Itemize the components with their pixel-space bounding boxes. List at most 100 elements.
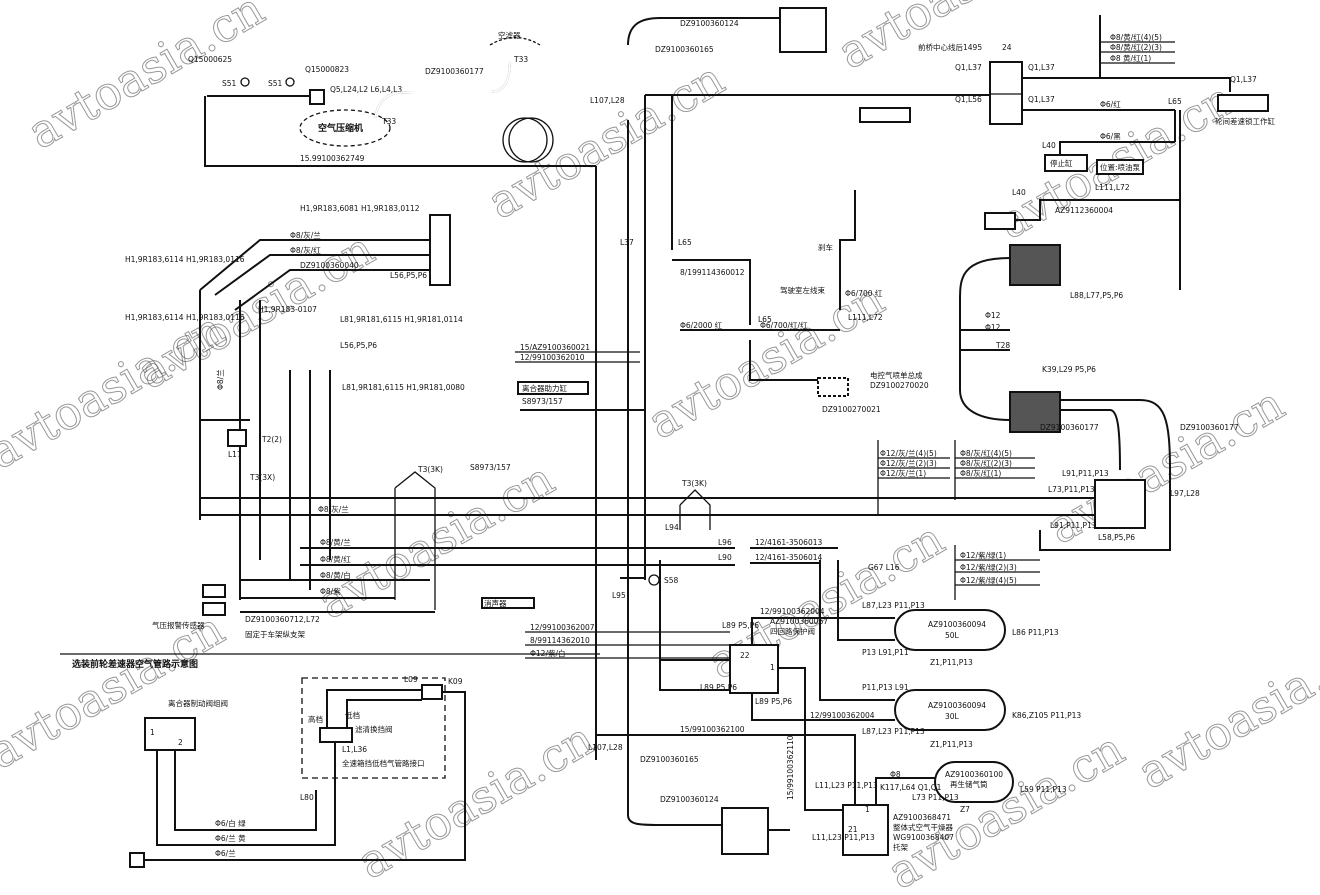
port-code: L89 P5,P6: [755, 697, 792, 706]
tee-label: T3(3K): [681, 479, 707, 488]
pipe-label: Φ6/红: [1100, 99, 1121, 109]
tank-volume: 50L: [945, 631, 960, 640]
switch-code: S51: [268, 79, 283, 88]
pipe-label: Φ12/紫/绿(1): [960, 551, 1006, 560]
tank-part: AZ9100360094: [928, 620, 986, 629]
port-code: L89 P5,P6: [700, 683, 737, 692]
ecu-label: 电控气喷单总成: [870, 370, 923, 380]
watermark: avtoasia.cn: [349, 711, 604, 889]
relay-code: L88,L77,P5,P6: [1070, 291, 1123, 300]
annotation: H1,9R183-0107: [258, 305, 317, 314]
pipe-label: Φ12: [985, 323, 1001, 332]
code-label: K09: [448, 677, 463, 686]
port-code: L73,P11,P13: [1048, 485, 1095, 494]
port-label: T33: [381, 117, 396, 126]
watermark: avtoasia.cn: [639, 271, 894, 449]
port-label: 1: [770, 663, 775, 672]
tee-label: L65: [758, 315, 772, 324]
front-axle-group: 前桥中心线后1495 24 Q1,L37 Q1,L37 Q1,L56 Q1,L3…: [918, 15, 1275, 290]
pipe-label: Φ6/兰: [215, 848, 236, 858]
switch-code: S51: [222, 79, 237, 88]
port-label: 22: [740, 651, 750, 660]
compressor-codes: Q5,L24,L2 L6,L4,L3: [330, 85, 402, 94]
port-code: Q1,L56: [955, 95, 982, 104]
watermark: avtoasia.cn: [479, 51, 734, 229]
pipe-label: 12/99100362007: [530, 623, 595, 632]
pipe-label: Φ8/灰/红(2)(3): [960, 458, 1012, 468]
pipe-label: Φ12/灰/兰(2)(3): [880, 458, 937, 468]
pipe-label: Φ12/紫/绿(2)(3): [960, 563, 1017, 572]
port-code: L97,L28: [1170, 489, 1200, 498]
pipe-label: Φ8 黄/红(1): [1110, 53, 1151, 63]
annotation: H1,9R183,6114 H1,9R183,0116: [125, 313, 245, 322]
annotation: H1,9R183,6114 H1,9R183,0116: [125, 255, 245, 264]
port-label: 21: [848, 825, 858, 834]
diff-lock-cylinder-label: 轮间差速锁工作缸: [1215, 116, 1275, 126]
pipe-label: Φ8/灰/红(1): [960, 468, 1001, 478]
pipe-label: Φ12/灰/兰(1): [880, 468, 926, 478]
pipe-label: Φ8/黄/红(4)(5): [1110, 32, 1162, 42]
port-label: 1: [865, 805, 870, 814]
tank-drain: Z7: [960, 805, 970, 814]
port-code: K117,L64 Q1,Q1: [880, 783, 942, 792]
port-code: L89 P5,P6: [722, 621, 759, 630]
pipe-label: Φ12/紫/白: [530, 648, 566, 658]
tee-label: L96: [718, 538, 732, 547]
pipe-label: Φ6/黑: [1100, 132, 1121, 141]
hose-label: DZ9100360124: [680, 19, 739, 28]
port-code: Q1,L37: [1028, 95, 1055, 104]
front-axle-num: 24: [1002, 43, 1012, 52]
port-code: Q1,L37: [955, 63, 982, 72]
center-group: L37 L65 8/199114360012 Φ6/2000 红 Φ6/700/…: [300, 190, 929, 659]
port-code: Q1,L37: [1028, 63, 1055, 72]
pipe-label: 12/99100362010: [520, 353, 585, 362]
bracket-label: 托架: [893, 842, 908, 852]
tee-label: T3(3X): [249, 473, 275, 482]
valve-dryer-group: 22 1 12/99100362004 AZ9100360067 四回路保护阀 …: [588, 560, 954, 856]
watermark: avtoasia.cn: [0, 301, 233, 479]
pipe-label: 12/99100362004: [810, 711, 875, 720]
port-code: Q1,L37: [1230, 75, 1257, 84]
pipe-label: Φ8/黄/兰: [320, 537, 351, 547]
part-label: DZ9100270021: [822, 405, 881, 414]
pipe-label: 15/AZ9100360021: [520, 343, 590, 352]
tank-port: K86,Z105 P11,P13: [1012, 711, 1081, 720]
pipe-label: Φ6/白 绿: [215, 818, 246, 828]
relay-code: K39,L29 P5,P6: [1042, 365, 1096, 374]
watermark: avtoasia.cn: [1129, 621, 1320, 799]
pipe-label: 12/99100362004: [760, 607, 825, 616]
hose-label: DZ9100360124: [660, 795, 719, 804]
high-gear-label: 高档: [308, 714, 323, 724]
tee-label: T3(3K): [417, 465, 443, 474]
brake-label: 刹车: [818, 242, 833, 252]
code-label: L1,L36: [342, 745, 367, 754]
pipe-label: Φ12/灰/兰(4)(5): [880, 448, 937, 458]
pipe-label: Φ8/灰/兰: [290, 230, 321, 240]
annotation: L81,9R181,6115 H1,9R181,0080: [342, 383, 465, 392]
hose-label: DZ9100360165: [640, 755, 699, 764]
code-label: L80: [300, 793, 314, 802]
hose-label: DZ9100360177: [425, 67, 484, 76]
pipe-label: Φ8/灰/兰: [318, 504, 349, 514]
tee-label: L40: [1042, 141, 1056, 150]
port-code: L11,L23 P11,P13: [812, 833, 875, 842]
diagram-title: 选装前轮差速器空气管路示意图: [72, 658, 198, 670]
pipe-label: 15.99100362749: [300, 154, 365, 163]
shift-valve-label: 滤清换挡阀: [355, 724, 393, 734]
compressor-label: 空气压缩机: [318, 122, 363, 134]
clutch-box-label: 离合器助力缸: [522, 383, 567, 393]
tee-label: L40: [1012, 188, 1026, 197]
pipe-label: Φ8/灰/红(4)(5): [960, 448, 1012, 458]
interface-label: 全速箱挡低档气管路接口: [342, 758, 425, 768]
tank-port: L87,L23 P11,P13: [862, 601, 925, 610]
hose-label: DZ9100360177: [1040, 423, 1099, 432]
code-label: L09: [404, 675, 418, 684]
top-center-group: DZ9100360124 DZ9100360165 L107,L28: [590, 7, 990, 780]
pipe-label: 12/4161-3506013: [755, 538, 822, 547]
pipe-label: Φ8/黄/红(2)(3): [1110, 42, 1162, 52]
tee-label: L37: [620, 238, 634, 247]
harness-label: 驾驶室左线束: [780, 285, 825, 295]
stop-cylinder-label: 停止缸: [1050, 158, 1073, 168]
tee-label: L94: [665, 523, 679, 532]
pipe-label: Φ6/2000 红: [680, 320, 723, 330]
